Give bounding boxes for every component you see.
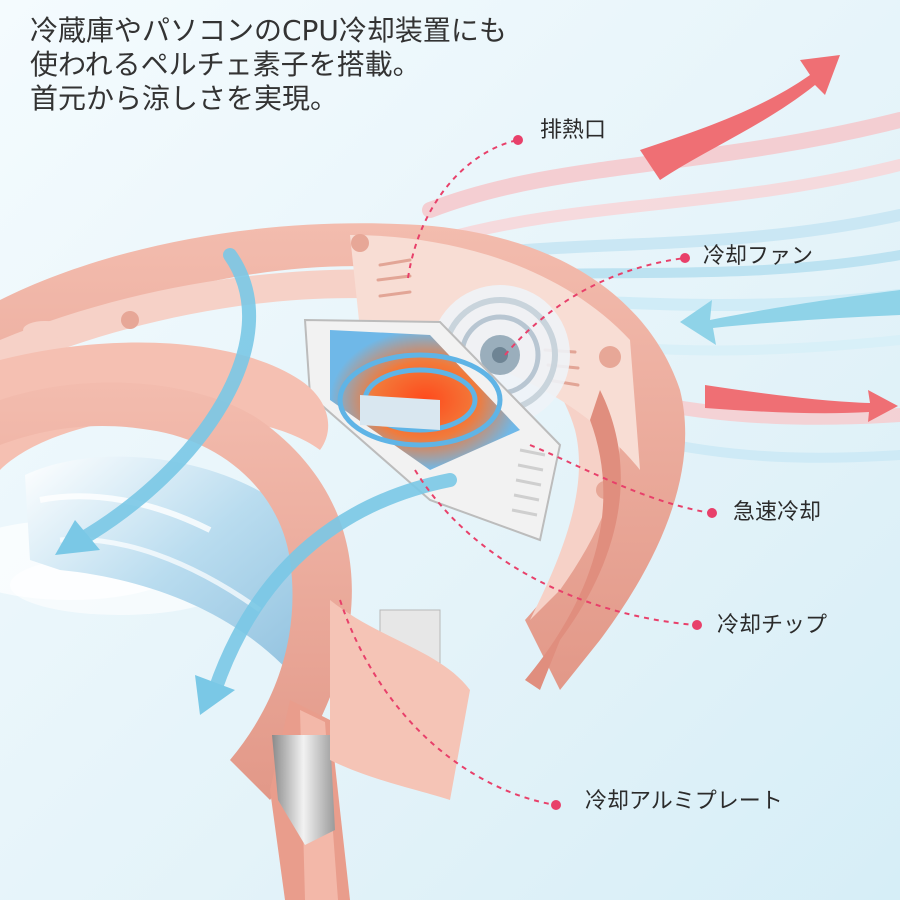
- dot-icon: [680, 253, 690, 263]
- aluminum-plate-ice-view: [25, 456, 305, 690]
- callout-dots: [513, 135, 717, 810]
- callout-cooling-fan: 冷却ファン: [703, 244, 814, 269]
- cool-air-arrow-left: [680, 290, 900, 345]
- cool-air-flow-arrows: [73, 248, 457, 697]
- headline-line-2: 使われるペルチェ素子を搭載。: [30, 48, 421, 81]
- callout-leaders: [339, 139, 711, 806]
- callout-cooling-chip: 冷却チップ: [717, 613, 828, 638]
- dot-icon: [513, 135, 523, 145]
- dot-icon: [692, 620, 702, 630]
- dot-icon: [707, 508, 717, 518]
- headline: 冷蔵庫やパソコンのCPU冷却装置にも 使われるペルチェ素子を搭載。 首元から涼し…: [30, 14, 507, 116]
- headline-line-3: 首元から涼しさを実現。: [30, 82, 339, 115]
- callout-rapid-cooling: 急速冷却: [733, 500, 822, 525]
- cool-arrow-head-1: [55, 520, 100, 555]
- peltier-module: [303, 318, 562, 542]
- cool-arrow-head-2: [195, 675, 235, 715]
- dot-icon: [551, 800, 561, 810]
- neckband-body: [0, 223, 686, 900]
- metal-ring: [272, 735, 335, 845]
- callout-exhaust-port: 排熱口: [540, 118, 607, 143]
- hot-air-arrow-right: [705, 385, 898, 422]
- callout-aluminum-plate: 冷却アルミプレート: [585, 789, 783, 814]
- headline-line-1: 冷蔵庫やパソコンのCPU冷却装置にも: [30, 14, 507, 47]
- hot-air-arrow-up: [640, 55, 840, 180]
